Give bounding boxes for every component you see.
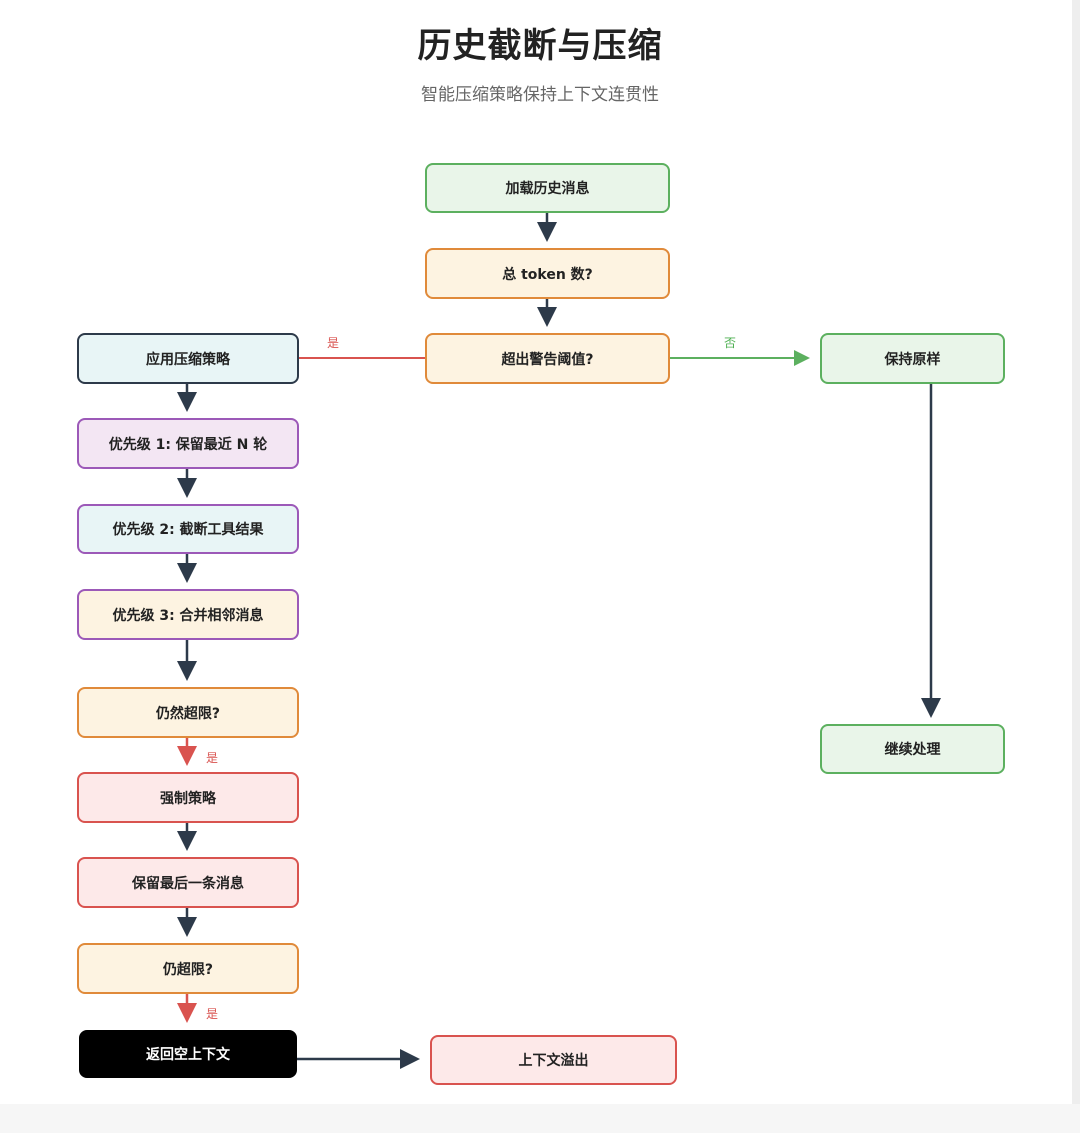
node-force-strategy: 强制策略 (77, 772, 299, 823)
node-total-tokens: 总 token 数? (425, 248, 670, 299)
node-apply-compression: 应用压缩策略 (77, 333, 299, 384)
node-priority-2: 优先级 2: 截断工具结果 (77, 504, 299, 554)
node-still-over: 仍然超限? (77, 687, 299, 738)
edge-label-still-over2-yes: 是 (206, 1007, 219, 1021)
bottom-edge-strip (0, 1104, 1080, 1133)
node-return-empty-context: 返回空上下文 (79, 1030, 297, 1078)
edge-label-still-over-yes: 是 (206, 751, 219, 765)
page-subtitle: 智能压缩策略保持上下文连贯性 (421, 85, 659, 105)
node-continue-processing: 继续处理 (820, 724, 1005, 774)
edge-label-threshold-no: 否 (724, 336, 737, 350)
node-keep-last-message: 保留最后一条消息 (77, 857, 299, 908)
node-context-overflow: 上下文溢出 (430, 1035, 677, 1085)
page-title: 历史截断与压缩 (417, 26, 663, 66)
right-edge-strip (1072, 0, 1080, 1133)
node-load-history: 加载历史消息 (425, 163, 670, 213)
node-exceed-threshold: 超出警告阈值? (425, 333, 670, 384)
node-priority-1: 优先级 1: 保留最近 N 轮 (77, 418, 299, 469)
node-still-over-2: 仍超限? (77, 943, 299, 994)
edge-label-threshold-yes: 是 (327, 336, 340, 350)
node-priority-3: 优先级 3: 合并相邻消息 (77, 589, 299, 640)
node-keep-original: 保持原样 (820, 333, 1005, 384)
